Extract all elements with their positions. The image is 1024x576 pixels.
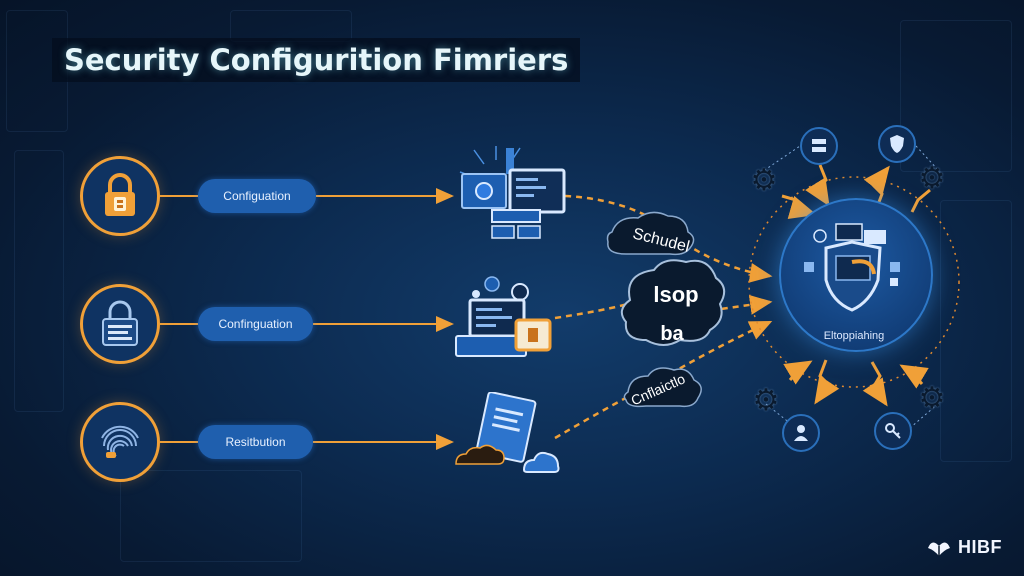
dotted-link: [755, 145, 801, 177]
page-title: Security Configurition Fimriers: [64, 43, 569, 77]
gear-icon: ⚙: [752, 383, 780, 417]
config-pill-2: Confinguation: [198, 307, 313, 341]
lock-node-3: [80, 402, 160, 482]
gear-icon: ⚙: [918, 381, 946, 415]
leaf-logo-icon: [928, 542, 950, 556]
hub-orbit: [748, 176, 960, 388]
satellite-node: [874, 412, 912, 450]
satellite-node: [878, 125, 916, 163]
gear-icon: ⚙: [750, 163, 778, 197]
background-panel: [120, 470, 302, 562]
shield-monitor-icon: [804, 223, 900, 312]
lock-node-1: [80, 156, 160, 236]
dashed-arrow: [564, 194, 773, 283]
zigzag-arrow: [910, 188, 931, 213]
lock-node-2: [80, 284, 160, 364]
zigzag-arrow: [862, 361, 888, 407]
dashed-arrow: [554, 298, 641, 320]
dashed-arrow: [699, 294, 773, 315]
dashed-arrow: [554, 320, 773, 440]
user-icon: [794, 425, 808, 441]
zigzag-arrow: [814, 359, 840, 405]
hub-label: Eltoppiahing: [823, 330, 885, 342]
fingerprint-icon: [101, 425, 139, 458]
zigzag-arrow: [899, 364, 929, 389]
laptop-lock-icon: [455, 276, 552, 357]
zigzag-arrow: [781, 194, 817, 219]
zigzag-arrow: [805, 164, 830, 207]
gear-icon: ⚙: [918, 161, 946, 195]
server-icon: [812, 139, 826, 152]
key-icon: [885, 423, 901, 439]
title-banner: Security Configurition Fimriers: [52, 38, 581, 82]
background-panel: [900, 20, 1012, 172]
satellite-node: [782, 414, 820, 452]
config-pill-3: Resitbution: [198, 425, 313, 459]
dotted-link: [765, 403, 797, 429]
dotted-link: [915, 145, 941, 173]
document-lock-icon: [102, 300, 138, 346]
zigzag-arrow: [783, 360, 813, 385]
monitor-workstation-icon: [459, 146, 566, 239]
brand-name: HIBF: [958, 536, 1002, 557]
brand-logo: HIBF: [926, 536, 1002, 558]
config-pill-1: Configuation: [198, 179, 316, 213]
tablet-cloud-icon: [455, 392, 560, 473]
satellite-node: [800, 127, 838, 165]
lock-icon: [105, 173, 135, 216]
dotted-link: [909, 401, 941, 429]
shield-icon: [890, 135, 904, 153]
background-panel: [14, 150, 64, 412]
background-panel: [940, 200, 1012, 462]
